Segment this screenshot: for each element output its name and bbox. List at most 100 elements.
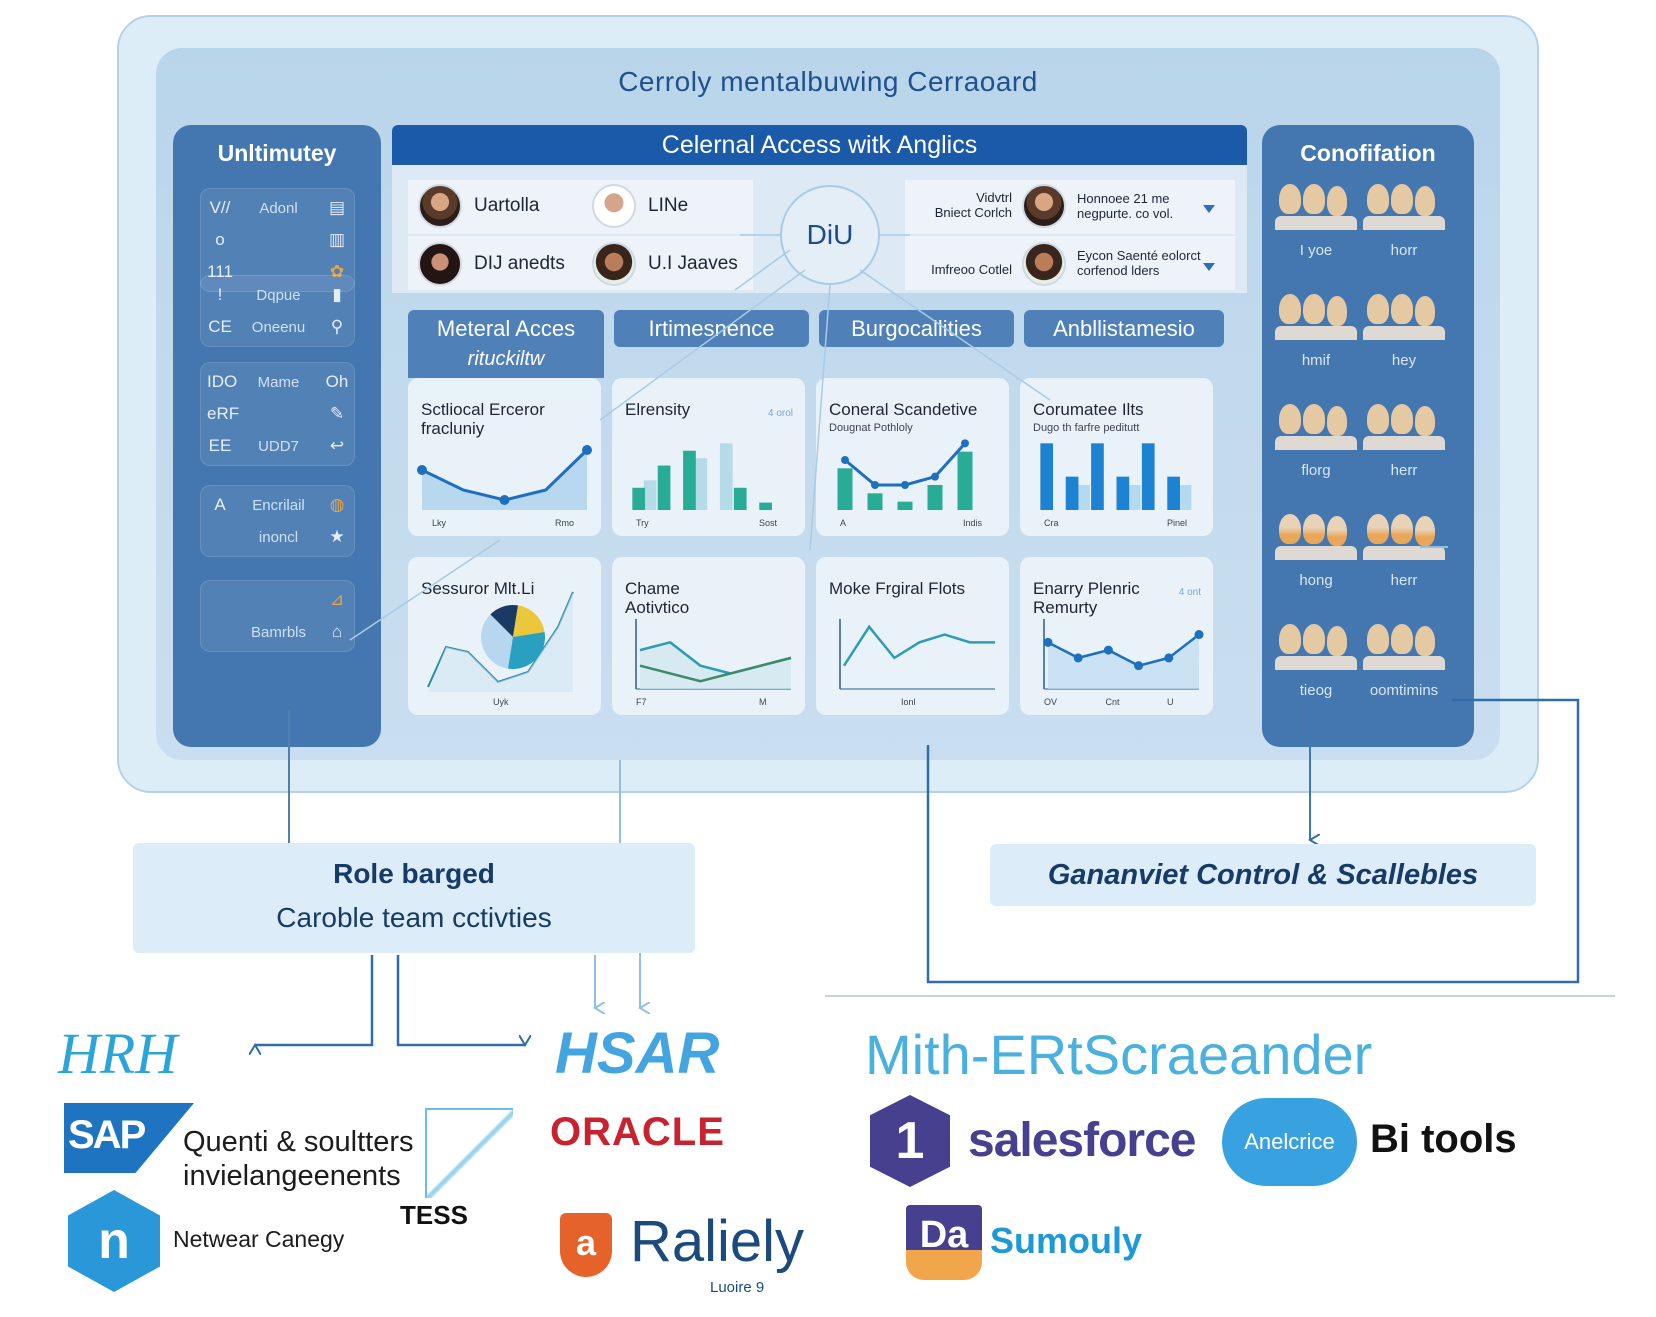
chart-title-line: Enarry Plenric bbox=[1033, 579, 1140, 598]
assignment-desc-line: Eycon Saenté eolorct bbox=[1077, 248, 1201, 263]
assignment-desc-line: Honnoee 21 me bbox=[1077, 191, 1170, 206]
tab-burgocallities[interactable]: Burgocallities bbox=[819, 310, 1014, 347]
chart-title-line: Chame bbox=[625, 579, 680, 598]
tab-intimesnence[interactable]: Irtimesnence bbox=[614, 310, 809, 347]
sidebar-item-label: UDD7 bbox=[258, 437, 299, 455]
area-fill bbox=[422, 450, 587, 510]
sidebar-item[interactable]: V//Adonl▤ bbox=[201, 193, 356, 223]
section-divider bbox=[825, 995, 1615, 997]
sidebar-item-left-glyph: eRF bbox=[207, 404, 240, 423]
assignment-label: Vidvtrl Bniect Corlch bbox=[920, 190, 1012, 220]
user-group-label: I yoe bbox=[1299, 242, 1333, 259]
chevron-down-icon[interactable] bbox=[1203, 205, 1215, 213]
chart-title-line: Aotivtico bbox=[625, 598, 690, 617]
user-group-icon[interactable] bbox=[1363, 290, 1445, 340]
assignment-desc: Eycon Saenté eolorct corfenod lders bbox=[1077, 248, 1201, 278]
user-group-icon[interactable] bbox=[1363, 180, 1445, 230]
chart-title-line: Sessuror Mlt.Li bbox=[421, 579, 535, 598]
sidebar-item[interactable]: eRF ✎ bbox=[201, 399, 356, 429]
chevron-down-icon[interactable] bbox=[1203, 263, 1215, 271]
user-card[interactable]: U.I Jaaves bbox=[592, 242, 738, 286]
bundle-icon: ✿ bbox=[329, 262, 345, 281]
avatar bbox=[592, 242, 636, 286]
assignment-label: Imfreoo Cotlel bbox=[931, 262, 1012, 277]
sidebar-item-left-glyph: 111 bbox=[207, 262, 233, 281]
sidebar-item[interactable]: ⊿ bbox=[201, 585, 356, 615]
user-group-icon[interactable] bbox=[1275, 400, 1357, 450]
user-group-icon[interactable] bbox=[1275, 620, 1357, 670]
user-name: U.I Jaaves bbox=[648, 253, 738, 274]
sidebar-item[interactable]: inoncl★ bbox=[201, 522, 356, 552]
series-line bbox=[1047, 633, 1200, 667]
sidebar-item[interactable]: !Dqpue▮ bbox=[201, 280, 356, 310]
hsar-logo: HSAR bbox=[555, 1021, 720, 1086]
tab-anbllistamesio[interactable]: Anbllistamesio bbox=[1024, 310, 1224, 347]
data-point bbox=[1103, 645, 1113, 655]
x-tick-label: Lky bbox=[432, 518, 447, 528]
data-point bbox=[961, 439, 969, 448]
x-tick-label: A bbox=[840, 518, 847, 528]
data-point bbox=[499, 495, 510, 505]
user-group-icon[interactable] bbox=[1363, 510, 1445, 560]
user-group-icon[interactable] bbox=[1275, 510, 1357, 560]
user-group-label: hmif bbox=[1301, 352, 1331, 369]
user-card[interactable]: LINe bbox=[592, 184, 688, 228]
tab-material-access[interactable]: Meteral Acces rituckiltw bbox=[408, 310, 604, 378]
salesforce-logo: salesforce bbox=[968, 1114, 1196, 1167]
cylinder-icon: ▮ bbox=[332, 285, 342, 304]
user-group-icon[interactable] bbox=[1275, 180, 1357, 230]
user-group-label: herr bbox=[1390, 572, 1418, 589]
chart-title-line: Sctliocal Erceror bbox=[421, 400, 545, 419]
x-tick-label: F7 bbox=[636, 697, 647, 707]
sidebar-item-left-glyph: V// bbox=[209, 198, 231, 217]
sidebar-item-label: Mame bbox=[257, 373, 300, 391]
tess-logo: TESS bbox=[400, 1200, 468, 1230]
user-group-icon[interactable] bbox=[1363, 400, 1445, 450]
avatar bbox=[592, 184, 636, 228]
x-tick-label: M bbox=[759, 697, 767, 707]
user-card[interactable]: Uartolla bbox=[418, 184, 539, 228]
avatar bbox=[1022, 242, 1066, 286]
chart-title-line: Coneral Scandetive bbox=[829, 400, 978, 419]
x-tick-label: Sost bbox=[759, 518, 778, 528]
bar bbox=[733, 487, 747, 510]
chart-title-line: Moke Frgiral Flots bbox=[829, 579, 966, 598]
user-group-icon[interactable] bbox=[1275, 290, 1357, 340]
sidebar-item[interactable]: o▥ bbox=[201, 225, 356, 255]
series-line bbox=[639, 656, 792, 683]
sidebar-item[interactable]: 111 ✿ bbox=[201, 257, 356, 287]
user-group-icon[interactable] bbox=[1363, 620, 1445, 670]
user-card[interactable]: DIJ anedts bbox=[418, 242, 565, 286]
sap-caption-line: Quenti & soultters bbox=[183, 1126, 414, 1158]
data-point bbox=[841, 456, 849, 464]
chart-title-line: Remurty bbox=[1033, 598, 1098, 617]
user-name: LINe bbox=[648, 195, 689, 216]
bar bbox=[1065, 476, 1079, 510]
bar-secondary bbox=[1127, 485, 1141, 510]
edit-icon: ✎ bbox=[329, 404, 345, 423]
sidebar-item[interactable]: Bamrbls⌂ bbox=[201, 617, 356, 647]
bar bbox=[1167, 476, 1180, 510]
x-tick-label: Uyk bbox=[493, 697, 509, 707]
x-tick-label: Ionl bbox=[901, 697, 916, 707]
avatar bbox=[1022, 184, 1066, 228]
sidebar-item-label: Oneenu bbox=[251, 318, 306, 336]
assignment-label-main: Bniect Corlch bbox=[934, 205, 1012, 220]
bar bbox=[1040, 443, 1054, 510]
assignment-desc-line: corfenod lders bbox=[1077, 263, 1160, 278]
role-based-title: Role barged bbox=[333, 858, 495, 889]
x-tick-label: OV bbox=[1044, 697, 1058, 707]
